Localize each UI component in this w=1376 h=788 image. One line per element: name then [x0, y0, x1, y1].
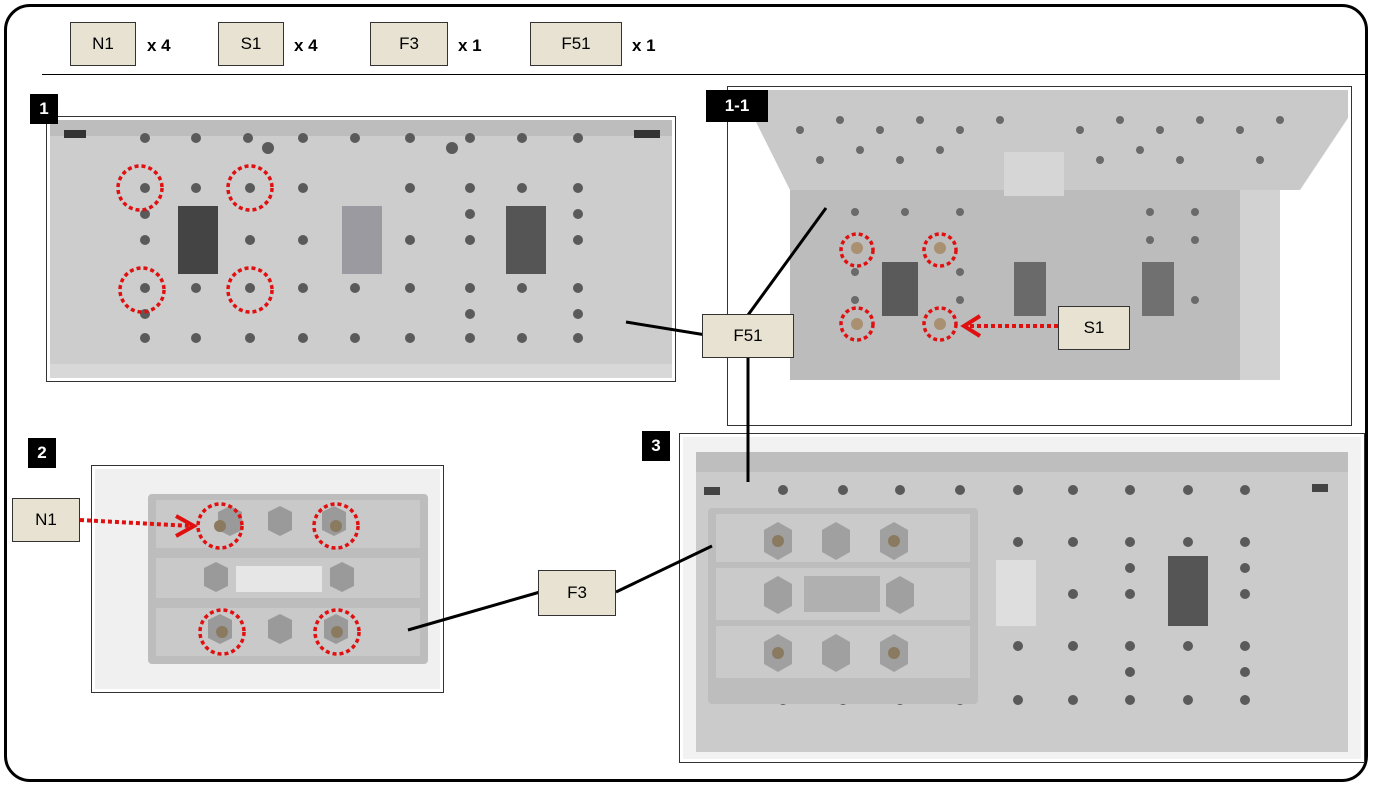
callout-s1: S1 — [1058, 306, 1130, 350]
part-tag-f3: F3 — [370, 22, 448, 66]
header-divider — [42, 74, 1367, 75]
terminal-block-view — [95, 469, 440, 689]
s1-pointer-arrow — [960, 314, 1058, 338]
leader-lines — [407, 207, 828, 632]
step-label-1-1: 1-1 — [706, 90, 768, 122]
step-label-2: 2 — [28, 438, 56, 468]
highlight-circles-step-2 — [196, 502, 361, 656]
part-qty-s1: x 4 — [294, 36, 318, 55]
outer-frame — [4, 4, 1368, 782]
part-qty-f3: x 1 — [458, 36, 482, 55]
highlight-circles-step-1 — [116, 164, 274, 314]
step-label-3: 3 — [642, 431, 670, 461]
highlight-circles-step-1-1 — [839, 232, 958, 342]
part-tag-s1: S1 — [218, 22, 284, 66]
plate-front-view — [50, 120, 672, 378]
part-tag-f51: F51 — [530, 22, 622, 66]
part-qty-n1: x 4 — [147, 36, 171, 55]
assembled-view — [683, 437, 1361, 759]
callout-n1: N1 — [12, 498, 80, 542]
part-tag-n1: N1 — [70, 22, 136, 66]
part-qty-f51: x 1 — [632, 36, 656, 55]
n1-pointer-arrow — [79, 514, 199, 538]
step-label-1: 1 — [30, 94, 58, 124]
bracket-view — [740, 90, 1348, 380]
callout-f51: F51 — [702, 314, 794, 358]
callout-f3: F3 — [538, 570, 616, 616]
